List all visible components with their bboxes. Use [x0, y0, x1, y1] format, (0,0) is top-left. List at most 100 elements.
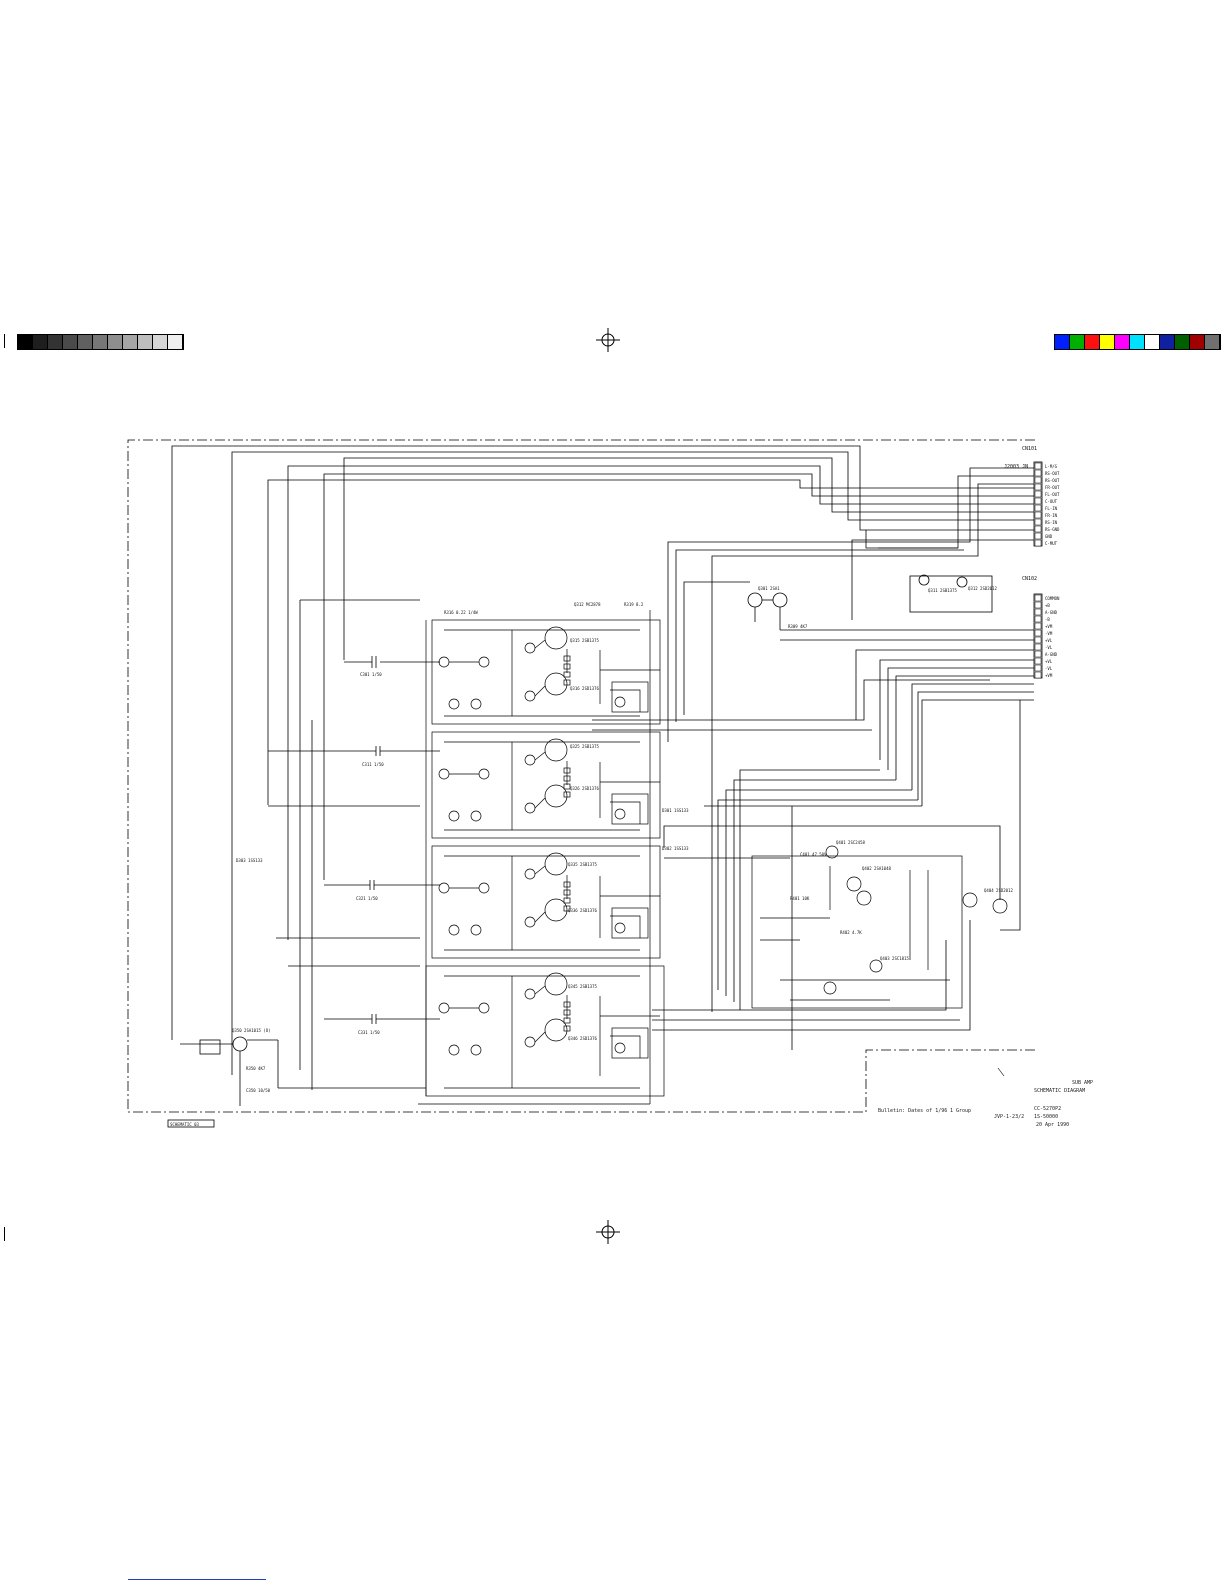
mute-r-label: R350 4K7 [246, 1066, 266, 1071]
protection-circuit [751, 845, 1008, 1009]
output-label-8: Q346 2SD1376 [568, 1036, 597, 1041]
protect-transistor-2 [614, 922, 626, 934]
output-label-7: Q345 2SB1375 [568, 984, 597, 989]
cn101pins-pin-label-4: FL-OUT [1045, 492, 1060, 497]
board-outline [127, 439, 1035, 1113]
bottom-link-underline [128, 1579, 266, 1580]
color-step-10 [1205, 335, 1220, 349]
output-transistor-hi-3 [544, 972, 568, 996]
driver-transistor-1 [524, 754, 536, 766]
input-transistor-3 [438, 1002, 450, 1014]
gray-step-5 [93, 335, 108, 349]
connector-cn102: COMMON+BA-GND-B+VM-VM+VL-VLA-GND+VL-VL+V… [1022, 576, 1060, 679]
cn102pins-pin-label-7: -VL [1045, 645, 1053, 650]
output-transistor-lo-3 [544, 1018, 568, 1042]
color-step-0 [1055, 335, 1070, 349]
cn101pins-pin-7 [1034, 511, 1042, 519]
protect-transistor-0 [614, 696, 626, 708]
base-lo-1 [534, 797, 546, 809]
output-transistor-hi-2 [544, 852, 568, 876]
gray-step-3 [63, 335, 78, 349]
base-hi-3 [534, 985, 546, 995]
top-transistor-label: Q301 2SA1 [758, 586, 780, 591]
regulator-q312: Q312 2SD2012 [968, 586, 997, 591]
cn101pins-pin-label-8: RS-IN [1045, 520, 1058, 525]
footer-note-8: 20 Apr 1990 [1036, 1122, 1069, 1128]
prot-label-7: C401 47 50V [800, 852, 827, 857]
protect-transistor-1 [614, 808, 626, 820]
trim-mark-top-left [4, 334, 5, 348]
base-lo-0 [534, 685, 546, 697]
emitter-resistor-3-3 [563, 1025, 571, 1032]
cn101pins-pin-10 [1034, 532, 1042, 540]
output-transistor-lo-1 [544, 784, 568, 808]
protect-box-3 [611, 1027, 649, 1059]
color-step-1 [1070, 335, 1085, 349]
trim-mark-bottom-left [4, 1227, 5, 1241]
mute-q-label: Q350 2SA1015 (O) [232, 1028, 271, 1033]
driver-transistor-b-1 [524, 802, 536, 814]
cn101pins-pin-1 [1034, 469, 1042, 477]
cn101-label: J2003 JN [1004, 464, 1028, 470]
cap-label-1: C301 1/50 [360, 672, 382, 677]
output-label-2: Q316 2SD1376 [570, 686, 599, 691]
emitter-resistor-2-3 [563, 905, 571, 912]
output-transistor-lo-0 [544, 672, 568, 696]
cn101pins-pin-label-6: FL-IN [1045, 506, 1058, 511]
color-step-8 [1175, 335, 1190, 349]
cn102pins-pin-label-1: +B [1045, 603, 1050, 608]
gray-calibration-bar [17, 334, 184, 350]
cn101pins-pin-label-9: RS-GND [1045, 527, 1060, 532]
cn102pins-pin-0 [1034, 594, 1042, 602]
cn102pins-pin-label-11: +VM [1045, 673, 1053, 678]
regulator-q311: Q311 2SB1375 [928, 588, 957, 593]
emitter-resistor-1-3 [563, 791, 571, 798]
cn101pins-pin-label-11: C-MUT [1045, 541, 1058, 546]
driver-transistor-3 [524, 988, 536, 1000]
registration-mark-bottom [596, 1220, 620, 1244]
emitter-resistor-0-3 [563, 679, 571, 686]
input-transistor-b-1 [478, 768, 490, 780]
footer-tag-box [167, 1119, 215, 1128]
cn102pins-pin-9 [1034, 657, 1042, 665]
base-hi-2 [534, 865, 546, 875]
base-lo-3 [534, 1031, 546, 1043]
amp-channel-blocks [418, 610, 665, 1105]
gray-step-9 [153, 335, 168, 349]
bias-transistor-b-3 [470, 1044, 482, 1056]
section-header-3: R319 8.2 [624, 602, 644, 607]
cn102-ref: CN102 [1022, 576, 1037, 582]
cn101pins-pin-5 [1034, 497, 1042, 505]
input-transistor-b-2 [478, 882, 490, 894]
cn102pins-pin-label-9: +VL [1045, 659, 1053, 664]
protect-wire-0 [610, 689, 641, 712]
driver-transistor-2 [524, 868, 536, 880]
cn102pins-pin-6 [1034, 636, 1042, 644]
bias-transistor-b-2 [470, 924, 482, 936]
bias-transistor-3 [448, 1044, 460, 1056]
cap-label-4: C331 1/50 [358, 1030, 380, 1035]
cn102pins-pin-label-2: A-GND [1045, 610, 1058, 615]
color-step-9 [1190, 335, 1205, 349]
footer-note-6: CC-5270P2 [1034, 1106, 1061, 1112]
driver-transistor-top [747, 592, 788, 630]
cn102pins-pin-label-3: -B [1045, 617, 1050, 622]
cap-label-2: C311 1/50 [362, 762, 384, 767]
mute-transistor [180, 1036, 426, 1106]
footer-slash [997, 1067, 1005, 1077]
base-hi-0 [534, 639, 546, 649]
gray-step-7 [123, 335, 138, 349]
driver-transistor-b-3 [524, 1036, 536, 1048]
cn101pins-pin-3 [1034, 483, 1042, 491]
protect-wire-3 [610, 1035, 641, 1058]
cn101pins-pin-9 [1034, 525, 1042, 533]
cn102pins-pin-label-10: -VL [1045, 666, 1053, 671]
base-lo-2 [534, 911, 546, 923]
bias-transistor-1 [448, 810, 460, 822]
channel-components [438, 626, 660, 1089]
driver-transistor-0 [524, 642, 536, 654]
base-hi-1 [534, 751, 546, 761]
footer-note-7: 1S-50000 [1034, 1114, 1058, 1120]
